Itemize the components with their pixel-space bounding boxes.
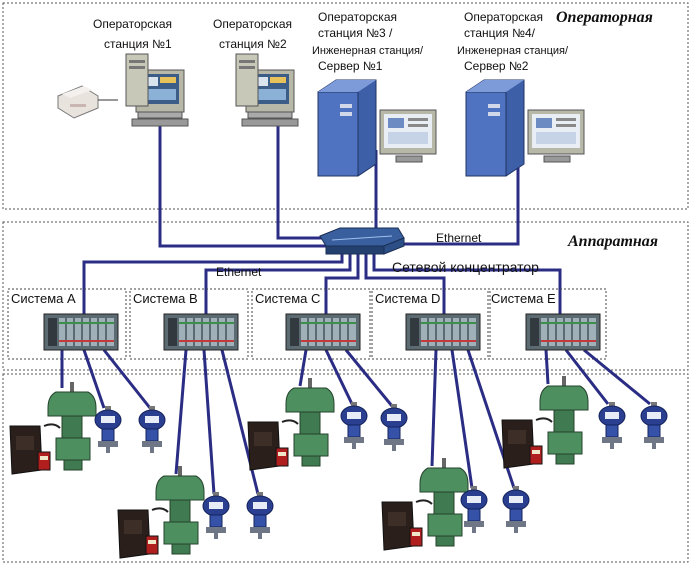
control-valve-icon: [9, 381, 97, 475]
pressure-transmitter-icon: [246, 491, 274, 540]
system-b-box: [129, 288, 249, 360]
field-zone-border: [2, 373, 689, 563]
control-valve-icon: [247, 377, 335, 471]
system-e-label: Система E: [491, 291, 556, 306]
operator-station-2-icon: [235, 53, 299, 127]
station-3-label-line3: Инженерная станция/: [312, 45, 424, 57]
pressure-transmitter-icon: [94, 405, 122, 454]
system-cables: [82, 254, 562, 314]
station-1-label-line1: Операторская: [93, 17, 172, 31]
station-4-label-line1: Операторская: [464, 10, 543, 24]
station-3-label-line1: Операторская: [318, 10, 397, 24]
station-cables: [158, 118, 520, 248]
system-c-label: Система C: [255, 291, 320, 306]
operator-zone-border: [2, 2, 689, 210]
plc-system-b-icon: [163, 313, 239, 351]
system-c-box: [251, 288, 371, 360]
plc-system-a-icon: [43, 313, 119, 351]
plc-system-c-icon: [285, 313, 361, 351]
station-1-label-line2: станция №1: [104, 37, 172, 51]
station-4-label-line4: Сервер №2: [464, 59, 529, 73]
system-d-label: Система D: [375, 291, 440, 306]
pressure-transmitter-icon: [640, 401, 668, 450]
control-valve-icon: [501, 375, 589, 469]
control-valve-icon: [117, 465, 205, 559]
system-b-label: Система B: [133, 291, 198, 306]
operator-station-1-icon: [125, 53, 189, 127]
hub-label: Сетевой концентратор: [392, 259, 539, 275]
system-a-label: Система A: [11, 291, 76, 306]
hardware-zone-title: Аппаратная: [567, 233, 658, 250]
station-3-label-line4: Сервер №1: [318, 59, 383, 73]
pressure-transmitter-icon: [380, 403, 408, 452]
station-2-label-line2: станция №2: [219, 37, 287, 51]
station-4-label-line3: Инженерная станция/: [457, 45, 569, 57]
ethernet-label-top: Ethernet: [436, 231, 482, 245]
system-a-box: [7, 288, 127, 360]
system-d-box: [371, 288, 491, 360]
printer-icon: [57, 85, 118, 119]
control-valve-icon: [381, 457, 469, 551]
station-3-label-line2: станция №3 /: [318, 26, 393, 40]
network-hub: [319, 227, 405, 255]
operator-zone-title: Операторная: [556, 9, 653, 26]
station-4-label-line2: станция №4/: [464, 26, 536, 40]
pressure-transmitter-icon: [598, 401, 626, 450]
system-e-box: [487, 288, 607, 360]
pressure-transmitter-icon: [138, 405, 166, 454]
ethernet-label-bottom: Ethernet: [216, 265, 262, 279]
server-2-icon: [465, 79, 585, 177]
hardware-zone-border: [2, 221, 689, 371]
pressure-transmitter-icon: [340, 401, 368, 450]
station-2-label-line1: Операторская: [213, 17, 292, 31]
plc-system-e-icon: [525, 313, 601, 351]
pressure-transmitter-icon: [502, 485, 530, 534]
pressure-transmitter-icon: [460, 485, 488, 534]
pressure-transmitter-icon: [202, 491, 230, 540]
field-cables: [60, 348, 651, 495]
plc-system-d-icon: [405, 313, 481, 351]
